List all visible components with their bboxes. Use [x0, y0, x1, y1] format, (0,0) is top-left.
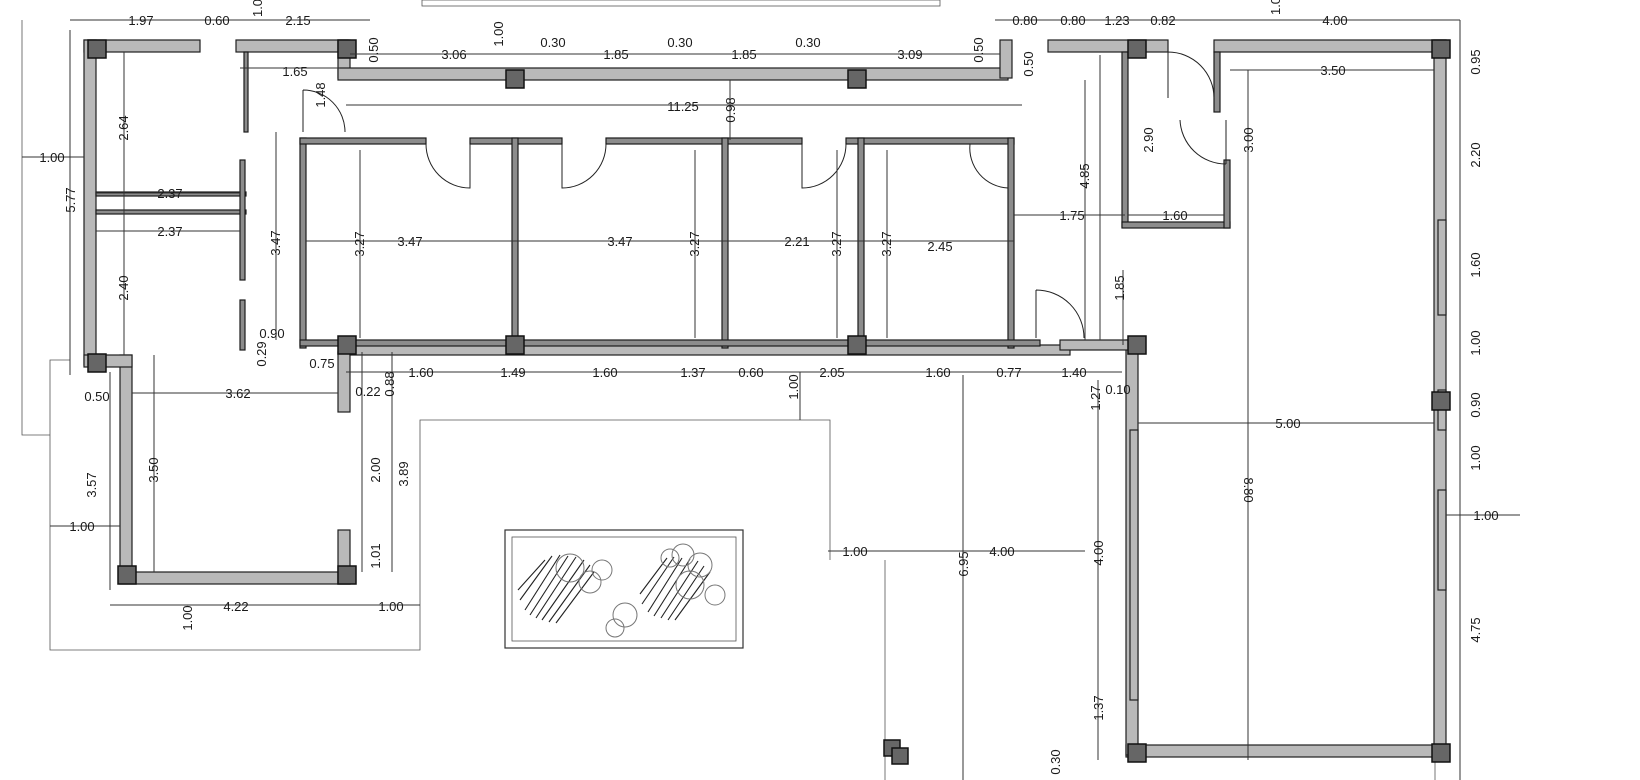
dim-label: 1.00	[1468, 445, 1483, 470]
dim-label: 1.00	[842, 544, 867, 559]
dim-label: 0.10	[1105, 382, 1130, 397]
dim-label: 1.37	[1091, 695, 1106, 720]
dim-label: 1.00	[1468, 330, 1483, 355]
dim-label: 5.77	[63, 187, 78, 212]
dim-label: 0.30	[667, 35, 692, 50]
dim-label: 0.30	[795, 35, 820, 50]
dim-label: 1.60	[925, 365, 950, 380]
dim-label: 4.00	[989, 544, 1014, 559]
dim-label: 1.0	[1268, 0, 1283, 15]
dim-label: 0.60	[204, 13, 229, 28]
dim-label: 0.95	[1468, 49, 1483, 74]
dim-label: 3.47	[397, 234, 422, 249]
dim-label: 3.50	[1320, 63, 1345, 78]
dim-label: 1.49	[500, 365, 525, 380]
dim-label: 1.0	[250, 0, 265, 17]
dim-label: 1.60	[1162, 208, 1187, 223]
dim-label: 2.90	[1141, 127, 1156, 152]
dim-label: 3.27	[687, 231, 702, 256]
dim-label: 1.37	[680, 365, 705, 380]
dim-label: 1.97	[128, 13, 153, 28]
dim-label: 1.85	[603, 47, 628, 62]
dim-label: 0.80	[1012, 13, 1037, 28]
dim-label: 3.27	[829, 231, 844, 256]
dim-label: 0.82	[1150, 13, 1175, 28]
dim-label: 1.00	[180, 605, 195, 630]
dim-label: 0.50	[1021, 51, 1036, 76]
dim-label: 0.50	[971, 37, 986, 62]
dim-label: 0.80	[1060, 13, 1085, 28]
dim-label: 1.00	[378, 599, 403, 614]
dim-label: 11.25	[667, 99, 699, 114]
dim-label: 2.00	[368, 457, 383, 482]
dim-label: 0.50	[366, 37, 381, 62]
dim-label: 2.21	[784, 234, 809, 249]
dim-label: 0.90	[1468, 392, 1483, 417]
dim-label: 1.40	[1061, 365, 1086, 380]
dim-label: 1.23	[1104, 13, 1129, 28]
dim-label: 1.27	[1088, 385, 1103, 410]
dim-label: 2.05	[819, 365, 844, 380]
dim-label: 3.06	[441, 47, 466, 62]
dim-label: 2.40	[116, 275, 131, 300]
dim-label: 3.27	[879, 231, 894, 256]
dim-label: 2.45	[927, 239, 952, 254]
dim-label: 1.00	[39, 150, 64, 165]
dim-label: 0.30	[1048, 749, 1063, 774]
dim-label: 1.01	[368, 543, 383, 568]
structural-columns	[87, 39, 1451, 765]
dim-label: 2.37	[157, 224, 182, 239]
dim-label: 3.62	[225, 386, 250, 401]
dimension-labels: 1.97 0.60 1.0 2.15 0.50 3.06 1.00 0.30 1…	[39, 0, 1498, 775]
dim-label: 4.00	[1322, 13, 1347, 28]
dim-label: 0.75	[309, 356, 334, 371]
dim-label: 2.64	[116, 115, 131, 140]
dim-label: 6.95	[956, 551, 971, 576]
dim-label: 1.60	[592, 365, 617, 380]
dim-label: 2.15	[285, 13, 310, 28]
dim-label: 0.88	[382, 371, 397, 396]
dim-label: 1.85	[1112, 275, 1127, 300]
dim-label: 0.60	[738, 365, 763, 380]
dim-label: 3.57	[84, 472, 99, 497]
dim-label: 1.65	[282, 64, 307, 79]
interior-partitions	[95, 51, 1447, 701]
dim-label: 5.00	[1275, 416, 1300, 431]
dim-label: 4.22	[223, 599, 248, 614]
dim-label: 0.90	[259, 326, 284, 341]
dim-label: 1.60	[1468, 252, 1483, 277]
dim-label: 4.85	[1077, 163, 1092, 188]
planter	[504, 529, 744, 649]
dim-label: 8.80	[1241, 477, 1256, 502]
dim-label: 0.77	[996, 365, 1021, 380]
dimension-lines	[22, 19, 1520, 780]
dim-label: 3.47	[607, 234, 632, 249]
dim-label: 1.60	[408, 365, 433, 380]
door-swings	[302, 51, 1227, 339]
dim-label: 1.85	[731, 47, 756, 62]
dim-label: 1.00	[491, 21, 506, 46]
dim-label: 0.30	[540, 35, 565, 50]
dim-label: 1.00	[1473, 508, 1498, 523]
dim-label: 3.89	[396, 461, 411, 486]
dim-label: 1.48	[313, 82, 328, 107]
dim-label: 0.50	[84, 389, 109, 404]
dim-label: 3.50	[146, 457, 161, 482]
dim-label: 1.75	[1059, 208, 1084, 223]
dim-label: 0.29	[254, 341, 269, 366]
dim-label: 3.47	[268, 230, 283, 255]
dim-label: 3.27	[352, 231, 367, 256]
dim-label: 0.98	[723, 97, 738, 122]
dim-label: 1.00	[69, 519, 94, 534]
dim-label: 2.20	[1468, 142, 1483, 167]
dim-label: 4.00	[1091, 540, 1106, 565]
dim-label: 3.00	[1241, 127, 1256, 152]
dim-label: 0.22	[355, 384, 380, 399]
dim-label: 2.37	[157, 186, 182, 201]
dim-label: 4.75	[1468, 617, 1483, 642]
dim-label: 1.00	[786, 374, 801, 399]
dim-label: 3.09	[897, 47, 922, 62]
